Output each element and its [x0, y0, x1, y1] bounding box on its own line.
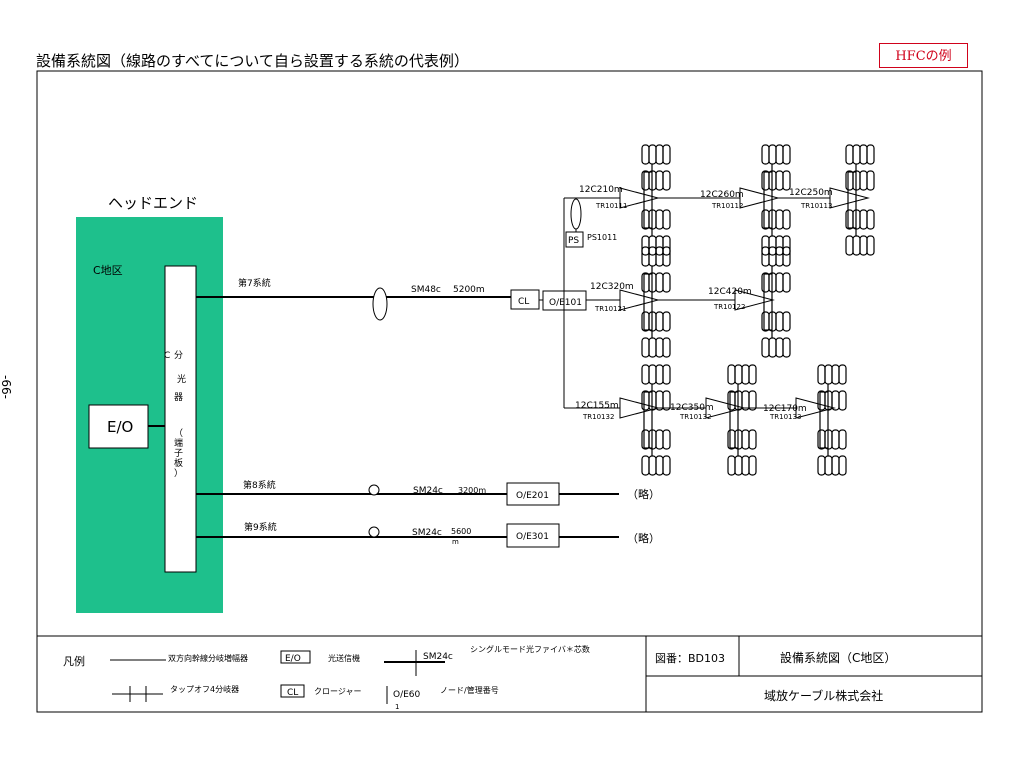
terminal-char: 子	[174, 448, 183, 459]
tap-cluster	[818, 365, 846, 475]
node-oe301	[506, 523, 560, 548]
system7-cable: SM48c	[411, 285, 441, 295]
splitter-char: 光	[177, 373, 186, 385]
power-supply-box	[565, 231, 584, 248]
node-oe301-label: O/E301	[516, 532, 549, 542]
system9-length: 5600	[451, 527, 471, 536]
omitted-label: （略）	[627, 531, 660, 545]
optical-splitter	[164, 265, 197, 573]
branch3-cable: 12C155m	[575, 401, 619, 411]
drawing-title: 設備系統図（C地区）	[780, 650, 896, 665]
amplifier	[705, 397, 746, 419]
system9-length-unit: m	[452, 538, 459, 546]
branch1-amp2: TR10112	[711, 202, 743, 210]
fiber-splice	[368, 526, 380, 538]
branch3-amp3: TR10133	[769, 413, 801, 421]
amplifier	[619, 397, 660, 419]
power-box-label: PS	[568, 236, 579, 246]
splitter-char: 分	[174, 350, 183, 361]
branch3-cable2: 12C350m	[670, 403, 714, 413]
legend-title: 凡例	[63, 654, 85, 668]
branch1-amp3: TR10113	[800, 202, 832, 210]
fiber-splice	[372, 287, 388, 321]
legend-fiber-desc: シングルモード光ファイバ＊芯数	[470, 644, 590, 654]
drawing-number: 図番：BD103	[655, 652, 725, 665]
power-label: PS1011	[587, 233, 617, 242]
legend-node-desc: ノード/管理番号	[440, 685, 499, 695]
system8-cable: SM24c	[413, 486, 443, 496]
legend-cl-desc: クロージャー	[314, 687, 361, 696]
amplifier	[619, 289, 660, 311]
branch1-cable: 12C210m	[579, 185, 623, 195]
branch3-cable3: 12C170m	[763, 404, 807, 414]
amplifier	[734, 289, 775, 311]
branch1-cable3: 12C250m	[789, 188, 833, 198]
system9-label: 第9系統	[244, 521, 277, 533]
amplifier	[619, 187, 660, 209]
amplifier	[795, 397, 836, 419]
branch3-amp2: TR10132	[679, 413, 711, 421]
tap-cluster	[642, 365, 670, 475]
page-title: 設備系統図（線路のすべてについて自ら設置する系統の代表例）	[36, 52, 469, 70]
omitted-label: （略）	[627, 487, 660, 501]
terminal-char: ）	[174, 468, 183, 479]
terminal-char: （	[174, 428, 183, 439]
hfc-example-badge: HFCの例	[879, 43, 968, 68]
legend-amp-desc: 双方向幹線分岐増幅器	[168, 653, 248, 663]
terminal-char: 端	[174, 437, 183, 449]
legend-tapoff-desc: タップオフ4分岐器	[170, 684, 239, 694]
system7-length: 5200m	[453, 285, 485, 295]
terminal-char: 板	[174, 457, 183, 469]
system7-label: 第7系統	[238, 277, 271, 289]
closure-label: CL	[518, 297, 529, 307]
diagram-frame	[36, 70, 983, 713]
splitter-char: 器	[174, 392, 183, 403]
legend-eo-desc: 光送信機	[328, 653, 360, 663]
system8-length: 3200m	[458, 486, 486, 495]
node-label: O/E101	[549, 298, 582, 308]
legend-cl-box	[280, 684, 305, 698]
branch1-cable2: 12C260m	[700, 190, 744, 200]
system9-cable: SM24c	[412, 528, 442, 538]
splitter-c: C	[164, 351, 170, 361]
branch3-amp: TR10132	[582, 413, 614, 421]
amplifier	[739, 187, 780, 209]
legend-node-label2: 1	[395, 703, 399, 711]
branch2-amp2: TR10122	[713, 303, 745, 311]
branch1-amp: TR10111	[595, 202, 627, 210]
company-name: 域放ケーブル株式会社	[764, 688, 883, 703]
tap-cluster	[728, 365, 756, 475]
legend-cl-label: CL	[287, 688, 298, 698]
node-oe201-label: O/E201	[516, 491, 549, 501]
branch2-cable: 12C320m	[590, 282, 634, 292]
legend-eo-box	[280, 650, 311, 664]
fiber-splice	[368, 484, 380, 496]
legend-eo-label: E/O	[285, 654, 301, 664]
branch2-amp: TR10121	[594, 305, 626, 313]
system8-label: 第8系統	[243, 479, 276, 491]
branch2-cable2: 12C420m	[708, 287, 752, 297]
amplifier	[829, 187, 870, 209]
legend-node-label: O/E60	[393, 690, 421, 700]
headend-label: ヘッドエンド	[108, 194, 198, 212]
legend-fiber-label: SM24c	[423, 652, 453, 662]
area-label: C地区	[93, 264, 123, 277]
eo-label: E/O	[107, 418, 133, 436]
